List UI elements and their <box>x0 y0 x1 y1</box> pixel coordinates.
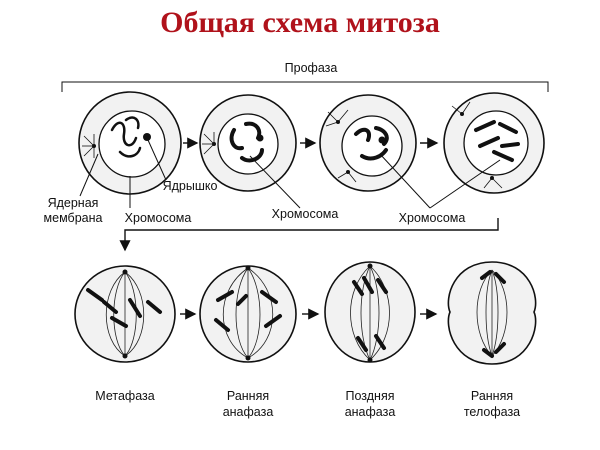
prophase-label: Профаза <box>285 61 338 75</box>
centrosome-aster <box>325 109 357 183</box>
prophase-bracket <box>61 58 549 92</box>
row-connector-arrow <box>119 218 499 252</box>
centrosome-aster <box>451 101 503 189</box>
prophase-cell-1 <box>78 91 182 195</box>
chromosome-label-2: Хромосома <box>272 207 339 221</box>
chromosome-label-1: Хромосома <box>125 211 192 225</box>
nuclear-membrane-label-line1: Ядерная <box>48 196 99 210</box>
nucleolus-label: Ядрышко <box>163 179 218 193</box>
prophase-cell-4 <box>443 92 545 194</box>
label-pointers <box>79 139 501 209</box>
metaphase-cell <box>74 265 176 363</box>
prophase-cell-2 <box>199 94 297 192</box>
page-title: Общая схема митоза <box>160 6 440 39</box>
late-anaphase-label-line2: анафаза <box>345 405 396 419</box>
nuclear-membrane-label-line2: мембрана <box>44 211 103 225</box>
early-telophase-cell <box>447 261 537 365</box>
early-anaphase-cell <box>199 265 297 363</box>
late-anaphase-label-line1: Поздняя <box>346 389 395 403</box>
late-anaphase-cell <box>324 261 416 363</box>
early-telophase-label-line1: Ранняя <box>471 389 513 403</box>
early-telophase-label-line2: телофаза <box>464 405 520 419</box>
early-anaphase-label-line2: анафаза <box>223 405 274 419</box>
chromosome-label-3: Хромосома <box>399 211 466 225</box>
metaphase-label: Метафаза <box>95 389 154 403</box>
centrosome-aster <box>202 132 216 155</box>
centrosome-aster <box>82 134 96 158</box>
early-anaphase-label-line1: Ранняя <box>227 389 269 403</box>
